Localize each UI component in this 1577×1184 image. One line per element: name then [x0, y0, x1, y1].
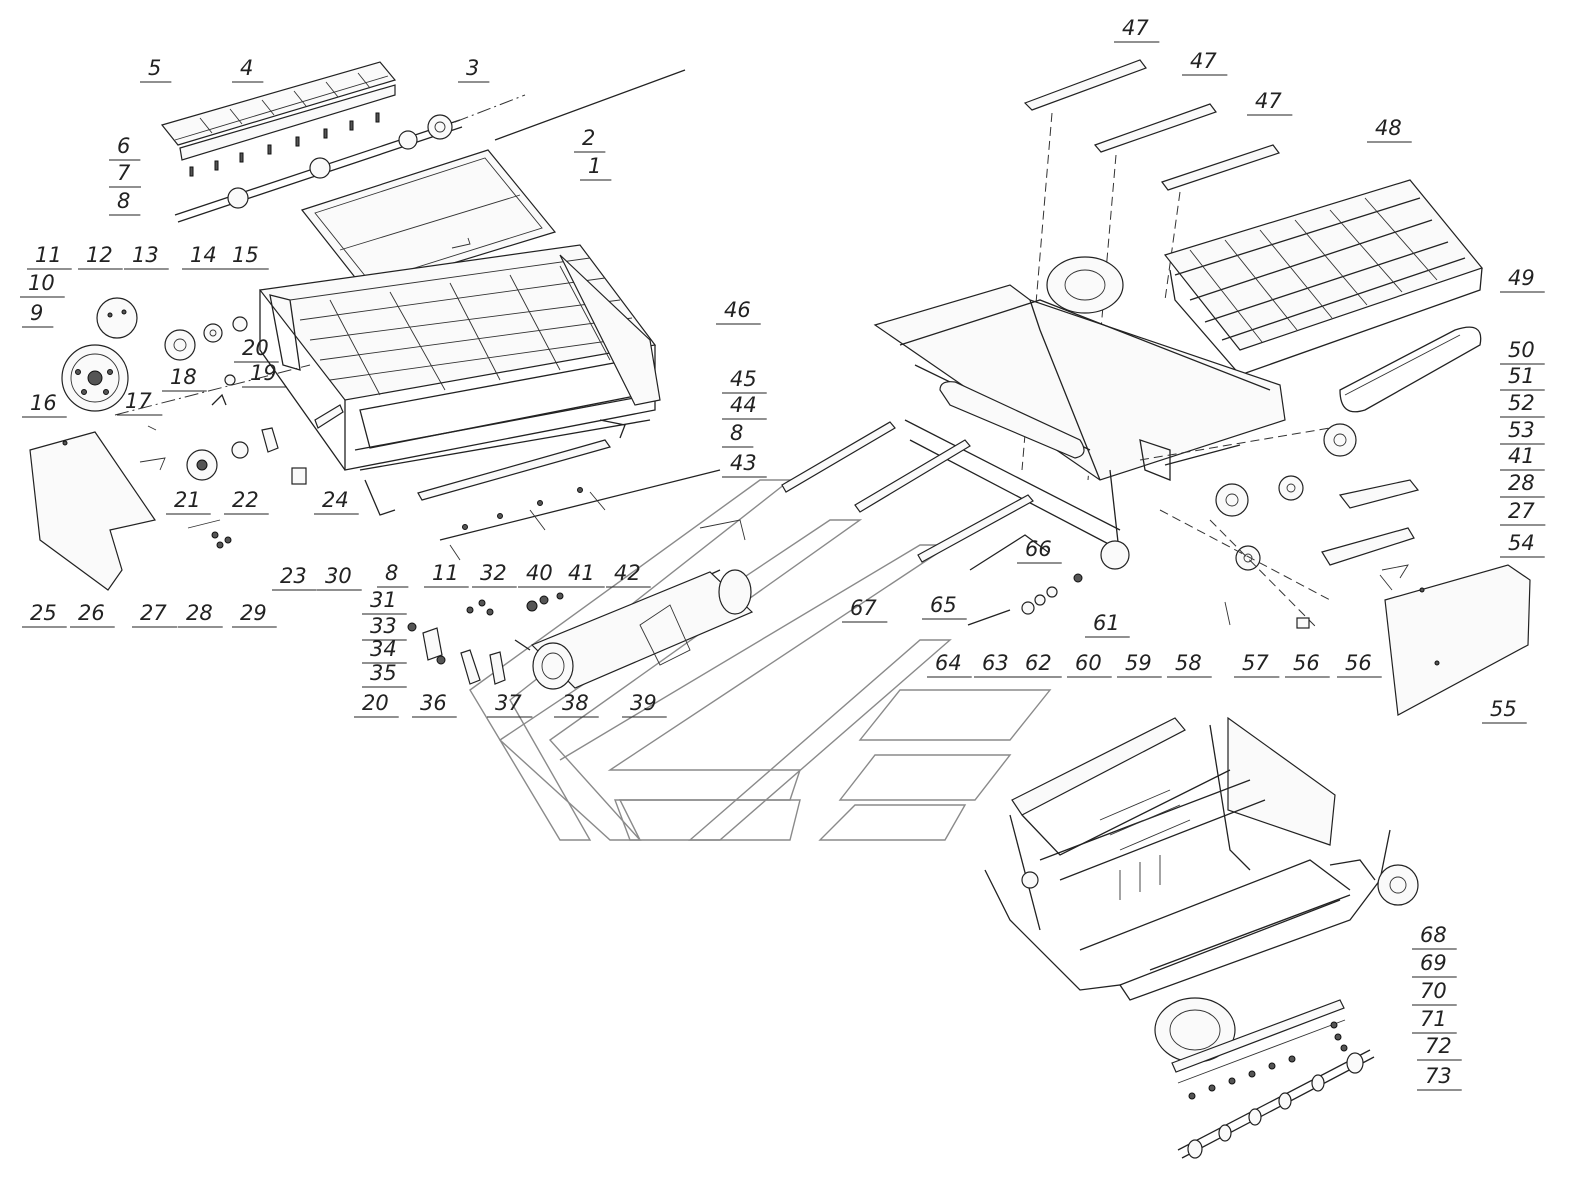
callout-34: 34 [370, 637, 397, 661]
watermark-outline [469, 479, 1052, 841]
roller-assembly [407, 439, 754, 690]
callout-37: 37 [495, 691, 522, 715]
callout-29: 29 [240, 601, 267, 625]
callout-7: 7 [117, 161, 131, 185]
callout-47b: 47 [1190, 49, 1217, 73]
callout-55: 55 [1490, 697, 1517, 721]
right-assembly [781, 59, 1531, 716]
callout-68: 68 [1420, 923, 1447, 947]
callout-8: 8 [117, 189, 130, 213]
callout-38: 38 [562, 691, 589, 715]
callout-19: 19 [250, 361, 277, 385]
callout-53: 53 [1508, 418, 1535, 442]
callout-17: 17 [125, 389, 152, 413]
callout-12: 12 [86, 243, 113, 267]
callout-48: 48 [1375, 116, 1402, 140]
callout-30: 30 [325, 564, 352, 588]
callout-5: 5 [148, 56, 161, 80]
callout-42: 42 [614, 561, 641, 585]
callout-49: 49 [1508, 266, 1535, 290]
callout-20: 20 [242, 336, 269, 360]
callout-21: 21 [174, 488, 201, 512]
callout-27: 27 [140, 601, 167, 625]
callout-47c: 47 [1255, 89, 1282, 113]
callout-10: 10 [28, 271, 55, 295]
callout-3: 3 [466, 56, 479, 80]
callout-43: 43 [730, 451, 757, 475]
assembled-view [984, 716, 1419, 1159]
callout-25: 25 [30, 601, 57, 625]
callout-62: 62 [1025, 651, 1052, 675]
callout-72: 72 [1425, 1034, 1452, 1058]
callout-73: 73 [1425, 1064, 1452, 1088]
callout-27b: 27 [1508, 499, 1535, 523]
callout-63: 63 [982, 651, 1009, 675]
callout-60: 60 [1075, 651, 1102, 675]
callout-1: 1 [588, 154, 601, 178]
callout-33: 33 [370, 614, 397, 638]
callout-46: 46 [724, 298, 751, 322]
callout-4: 4 [240, 56, 253, 80]
callout-15: 15 [232, 243, 259, 267]
callout-61: 61 [1093, 611, 1120, 635]
callout-64: 64 [935, 651, 962, 675]
callout-56b: 56 [1345, 651, 1372, 675]
callout-28b: 28 [1508, 471, 1535, 495]
callout-14: 14 [190, 243, 217, 267]
callout-6: 6 [117, 134, 130, 158]
callout-65: 65 [930, 593, 957, 617]
callout-71: 71 [1420, 1007, 1447, 1031]
callout-35: 35 [370, 661, 397, 685]
callout-47a: 47 [1122, 16, 1149, 40]
callout-39: 39 [630, 691, 657, 715]
callout-13: 13 [132, 243, 159, 267]
callout-66: 66 [1025, 537, 1052, 561]
callout-20b: 20 [362, 691, 389, 715]
callout-31: 31 [370, 588, 397, 612]
callout-11: 11 [35, 243, 62, 267]
callout-24: 24 [322, 488, 349, 512]
callout-69: 69 [1420, 951, 1447, 975]
callout-26: 26 [78, 601, 105, 625]
callout-36: 36 [420, 691, 447, 715]
callout-45: 45 [730, 367, 757, 391]
callout-22: 22 [232, 488, 259, 512]
callout-58: 58 [1175, 651, 1202, 675]
callout-32: 32 [480, 561, 507, 585]
callout-8b: 8 [385, 561, 398, 585]
callout-50: 50 [1508, 338, 1535, 362]
callout-41b: 41 [1508, 444, 1535, 468]
callout-8c: 8 [730, 421, 743, 445]
callout-52: 52 [1508, 391, 1535, 415]
callout-9: 9 [30, 301, 43, 325]
callout-54: 54 [1508, 531, 1535, 555]
callout-44: 44 [730, 393, 757, 417]
callout-16: 16 [30, 391, 57, 415]
callout-51: 51 [1508, 364, 1535, 388]
callout-56a: 56 [1293, 651, 1320, 675]
callout-67: 67 [850, 596, 877, 620]
callout-57: 57 [1242, 651, 1269, 675]
left-assembly [29, 61, 686, 591]
callout-41: 41 [568, 561, 595, 585]
callout-labels: 1 2 3 4 5 6 7 8 9 10 11 12 13 14 15 16 1… [28, 16, 1535, 1088]
callout-40: 40 [526, 561, 553, 585]
leader-lines [20, 41, 1546, 1091]
callout-23: 23 [280, 564, 307, 588]
callout-11b: 11 [432, 561, 459, 585]
callout-70: 70 [1420, 979, 1447, 1003]
callout-59: 59 [1125, 651, 1152, 675]
callout-28: 28 [186, 601, 213, 625]
callout-18: 18 [170, 365, 197, 389]
callout-2: 2 [582, 126, 595, 150]
